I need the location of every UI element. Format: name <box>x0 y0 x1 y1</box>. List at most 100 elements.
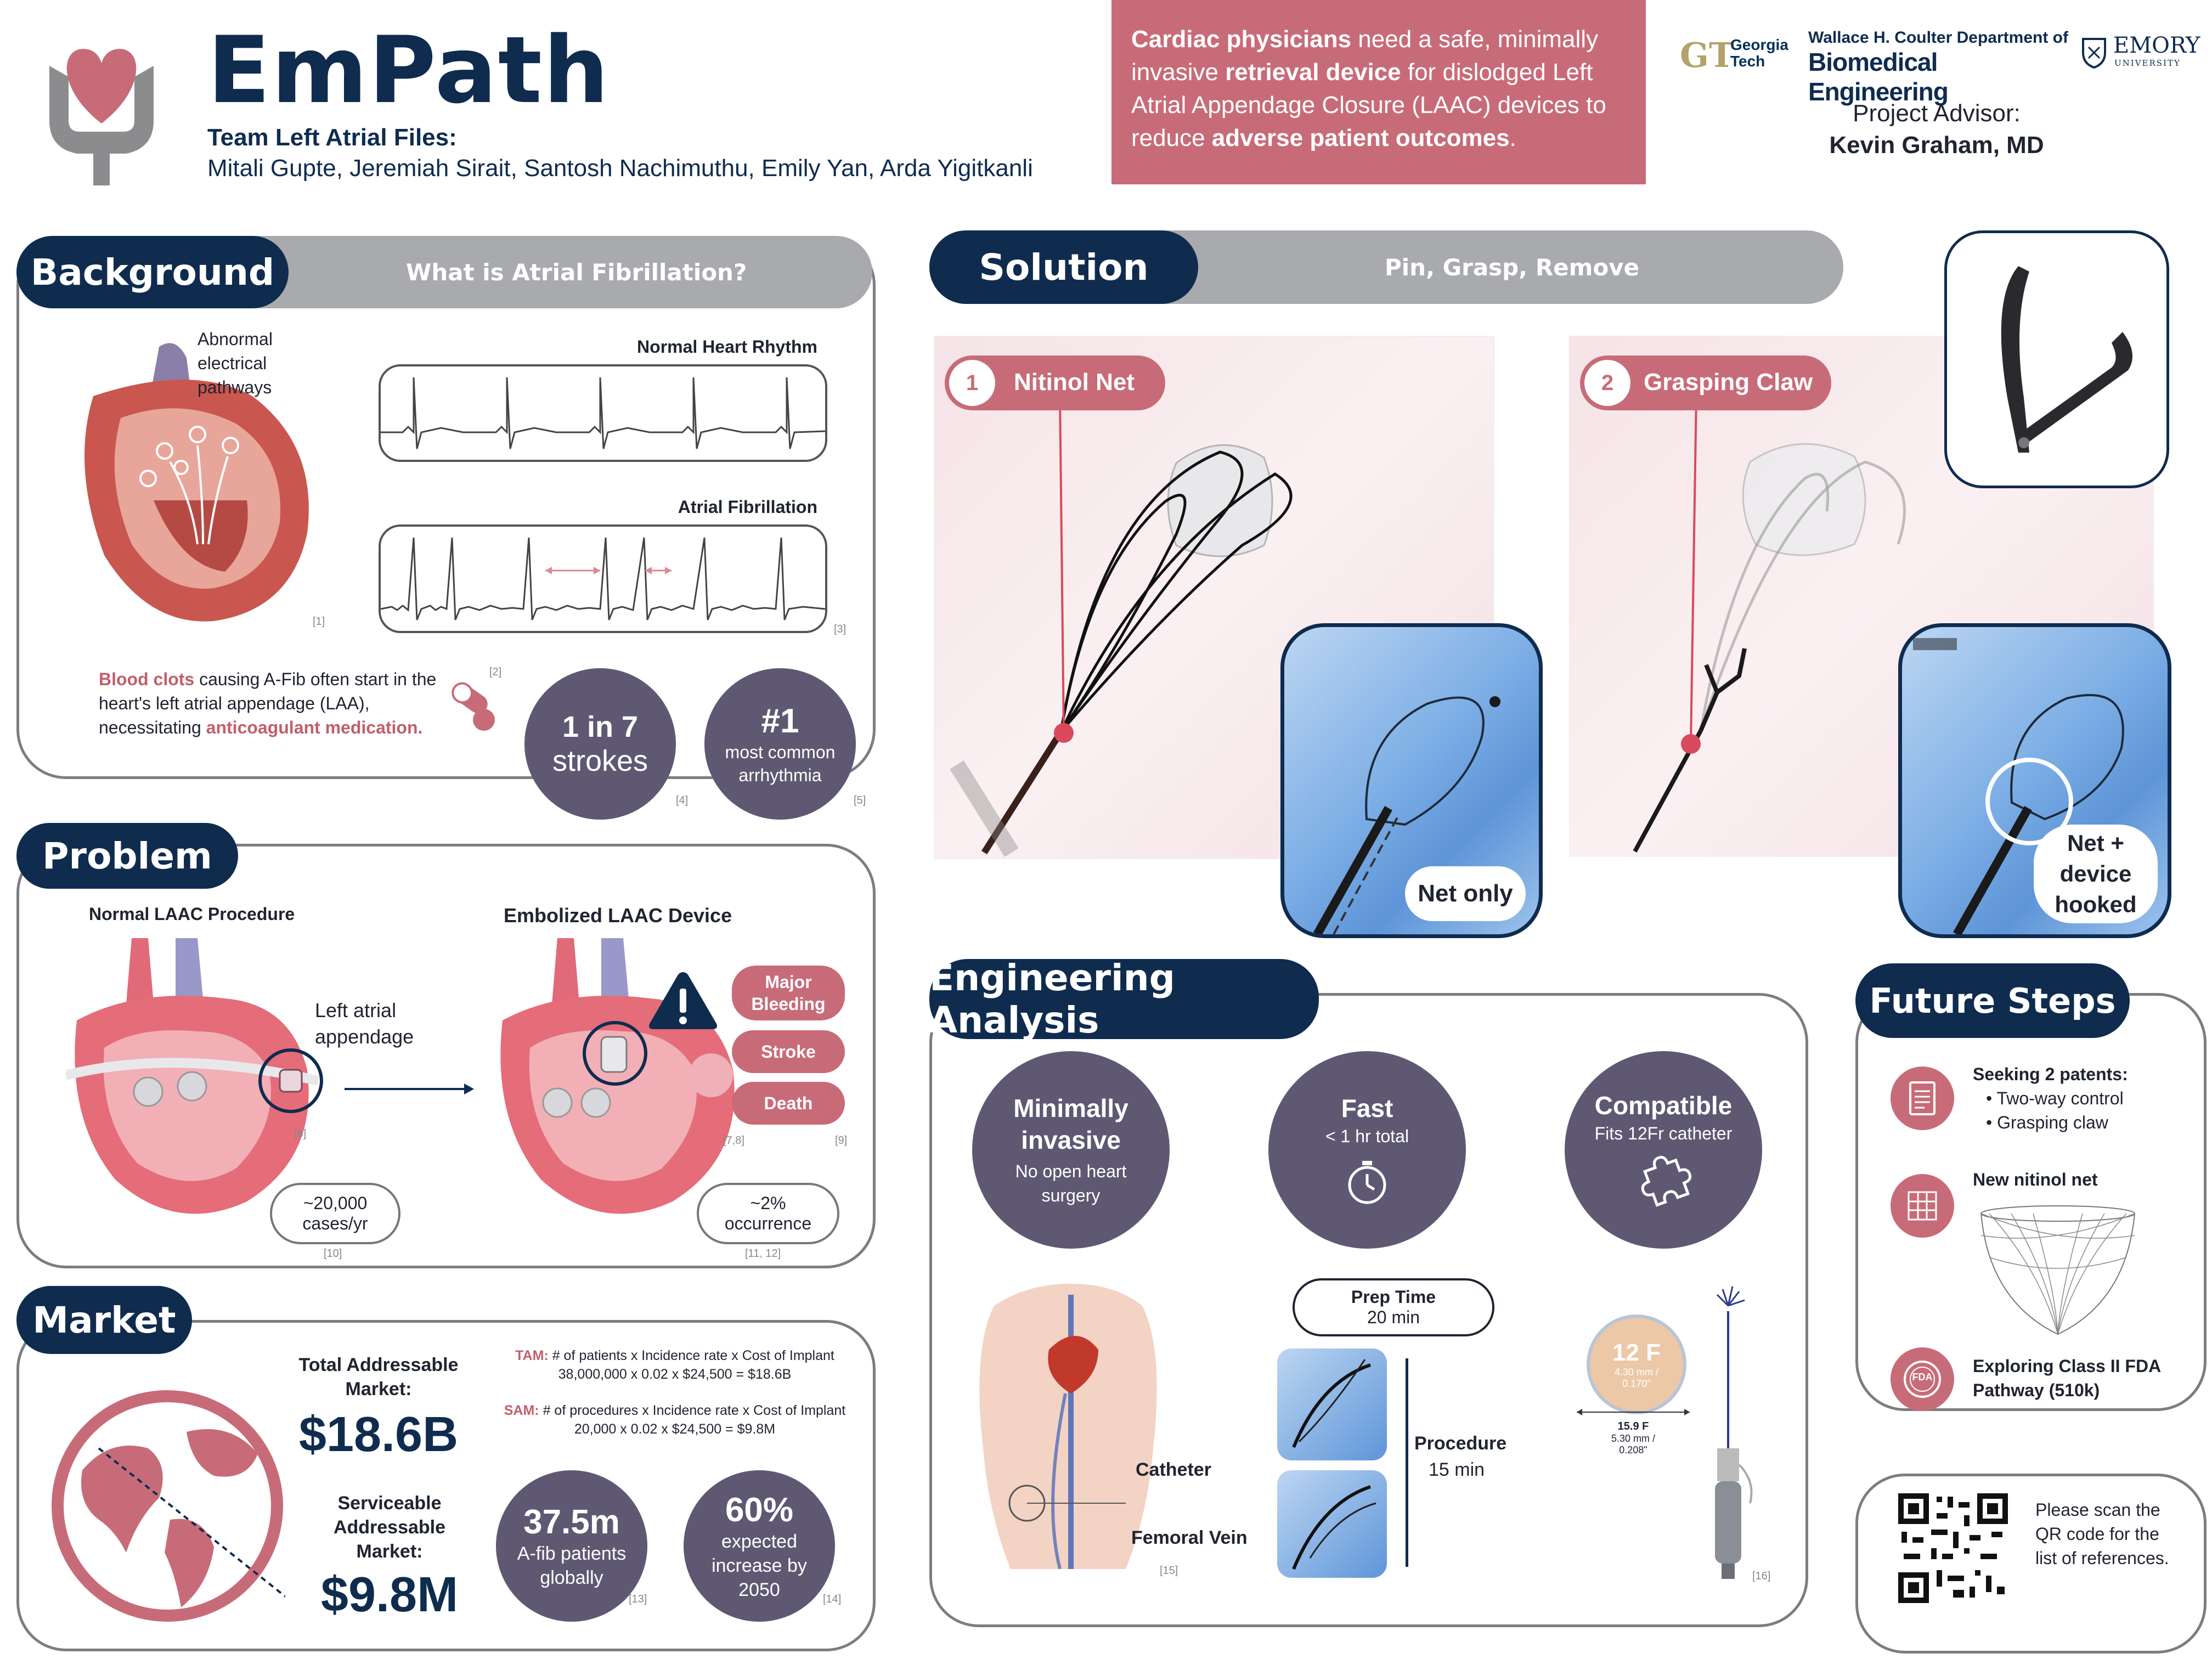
gauge-dimension: 15.9 F 5.30 mm / 0.208" <box>1575 1407 1692 1456</box>
nitinol-net-render-svg <box>1980 1205 2135 1335</box>
stat-strokes-value: 1 in 7 <box>562 710 639 743</box>
prep-time-box: Prep Time 20 min <box>1293 1278 1494 1336</box>
cases-box: ~20,000 cases/yr <box>270 1183 400 1244</box>
sam-formula-text: # of procedures x Incidence rate x Cost … <box>539 1403 846 1418</box>
globe-icon-svg <box>52 1390 286 1622</box>
puzzle-icon <box>1641 1155 1692 1207</box>
outcome-death: Death <box>732 1082 845 1125</box>
background-subheading: What is Atrial Fibrillation? <box>406 258 747 286</box>
tam-formula-label: TAM: <box>515 1348 549 1363</box>
sam-label: Serviceable Addressable Market: <box>333 1493 446 1562</box>
sam-formula-label: SAM: <box>504 1403 539 1418</box>
catheter-label: Catheter <box>1136 1459 1211 1480</box>
xray-net-hooked-label: Net + device hooked <box>2034 825 2158 923</box>
prep-time-title: Prep Time <box>1351 1287 1436 1307</box>
warning-triangle-icon <box>649 972 717 1029</box>
fda-badge-icon <box>1904 1361 1941 1398</box>
cases-unit: cases/yr <box>302 1214 368 1233</box>
ref-15: [15] <box>1160 1565 1178 1577</box>
stat-afib-patients-value: 37.5m <box>523 1503 620 1541</box>
emory-line2: UNIVERSITY <box>2114 58 2181 68</box>
step1-pill: 1 Nitinol Net <box>945 356 1165 410</box>
patent-item-2: • Grasping claw <box>1986 1113 2108 1132</box>
gt-line1: Georgia <box>1730 36 1788 53</box>
criteria-fast: Fast < 1 hr total <box>1268 1051 1466 1249</box>
gt-mark: GT <box>1680 35 1735 75</box>
stat-afib-patients: 37.5m A-fib patients globally <box>496 1470 647 1622</box>
afib-strip <box>379 524 827 633</box>
ref-14: [14] <box>823 1593 842 1605</box>
team-members: Mitali Gupte, Jeremiah Sirait, Santosh N… <box>207 155 1033 182</box>
step2-label: Grasping Claw <box>1644 369 1813 396</box>
grasping-claw-device <box>1633 396 1906 853</box>
mesh-icon <box>1908 1191 1937 1221</box>
ref-4: [4] <box>676 794 689 806</box>
emory-line1: EMORY <box>2113 33 2200 58</box>
fda-text: Exploring Class II FDA Pathway (510k) <box>1973 1356 2160 1400</box>
procedure-xray-1 <box>1277 1348 1387 1460</box>
afib-label: Atrial Fibrillation <box>678 497 817 517</box>
ref-1: [1] <box>313 616 325 628</box>
procedure-divider <box>1406 1358 1408 1567</box>
need-part4: for dislodged Left Atrial Appendage Clos… <box>1131 59 1606 151</box>
gauge-value: 12 F <box>1612 1339 1661 1366</box>
qr-code[interactable] <box>1898 1493 2008 1603</box>
tam-formula: TAM: # of patients x Incidence rate x Co… <box>488 1346 861 1384</box>
pills-icon-svg <box>452 682 495 731</box>
laa-label: Left atrial appendage <box>315 999 414 1048</box>
tam-label: Total Addressable Market: <box>298 1355 459 1400</box>
criteria-minimally-invasive: Minimally invasive No open heart surgery <box>972 1051 1170 1249</box>
stopwatch-icon <box>1348 1160 1386 1204</box>
background-heading: Background <box>16 236 289 308</box>
stat-arrhythmia: #1 most common arrhythmia <box>704 668 856 820</box>
coulter-line2: Biomedical Engineering <box>1808 48 1949 106</box>
catheter-device-svg <box>1715 1286 1753 1579</box>
ref-9: [9] <box>835 1135 848 1147</box>
gauge-dim-2: 5.30 mm / <box>1611 1433 1656 1444</box>
sam-formula: SAM: # of procedures x Incidence rate x … <box>488 1401 861 1438</box>
tam-value: $18.6B <box>298 1407 459 1462</box>
ref-7-8: [7,8] <box>723 1135 744 1147</box>
afib-ecg-trace <box>380 537 826 620</box>
emory-shield-icon <box>2082 38 2106 69</box>
criteria-mi-title: Minimally invasive <box>1013 1094 1128 1154</box>
xray-net-hooked: Net + device hooked <box>1898 623 2171 938</box>
need-part2: need a safe, minimally invasive <box>1131 26 1599 86</box>
occurrence-box: ~2% occurrence <box>697 1183 839 1244</box>
fda-badge-text: FDA <box>1912 1372 1933 1383</box>
gauge-small-1: 4.30 mm / <box>1614 1367 1659 1378</box>
criteria-compatible-sub: Fits 12Fr catheter <box>1594 1123 1733 1143</box>
need-part1: Cardiac physicians <box>1131 26 1352 53</box>
cases-value: ~20,000 <box>303 1193 368 1213</box>
normal-rhythm-strip <box>379 364 827 462</box>
normal-rhythm-label: Normal Heart Rhythm <box>637 337 817 357</box>
stat-increase: 60% expected increase by 2050 <box>684 1470 835 1622</box>
normal-laac-heart <box>64 938 323 1214</box>
ref-6: [6] <box>294 1128 307 1140</box>
stat-afib-patients-label: A-fib patients globally <box>517 1543 627 1588</box>
problem-heading: Problem <box>16 823 238 889</box>
advisor-name: Kevin Graham, MD <box>1829 132 2044 159</box>
gt-logo: GT Georgia Tech <box>1680 33 1790 77</box>
criteria-compatible: Compatible Fits 12Fr catheter <box>1565 1051 1762 1249</box>
procedure-title: Procedure <box>1414 1433 1507 1454</box>
patent-item-1-text: Two-way control <box>1996 1088 2124 1108</box>
criteria-mi-sub: No open heart surgery <box>1015 1161 1127 1205</box>
gauge-dim-1: 15.9 F <box>1617 1420 1649 1432</box>
patent-item-2-text: Grasping claw <box>1997 1113 2108 1132</box>
stat-arrhythmia-value: #1 <box>761 702 799 740</box>
app-title: EmPath <box>207 16 610 124</box>
body-catheter-illustration <box>979 1284 1157 1570</box>
need-part6: . <box>1509 125 1516 151</box>
normal-laac-title: Normal LAAC Procedure <box>89 904 295 924</box>
ref-16: [16] <box>1752 1570 1771 1582</box>
procedure-xray-1-svg <box>1292 1359 1371 1448</box>
body-catheter-image <box>961 1284 1175 1570</box>
patents-title: Seeking 2 patents: <box>1973 1064 2128 1084</box>
criteria-fast-sub: < 1 hr total <box>1325 1126 1409 1146</box>
heart-caption: Abnormal electrical pathways <box>198 329 273 397</box>
dimension-line <box>1577 1409 1690 1415</box>
ref-10: [10] <box>324 1248 342 1260</box>
stat-strokes: 1 in 7 strokes <box>524 668 676 820</box>
clots-text: Blood clots causing A-Fib often start in… <box>99 667 450 740</box>
